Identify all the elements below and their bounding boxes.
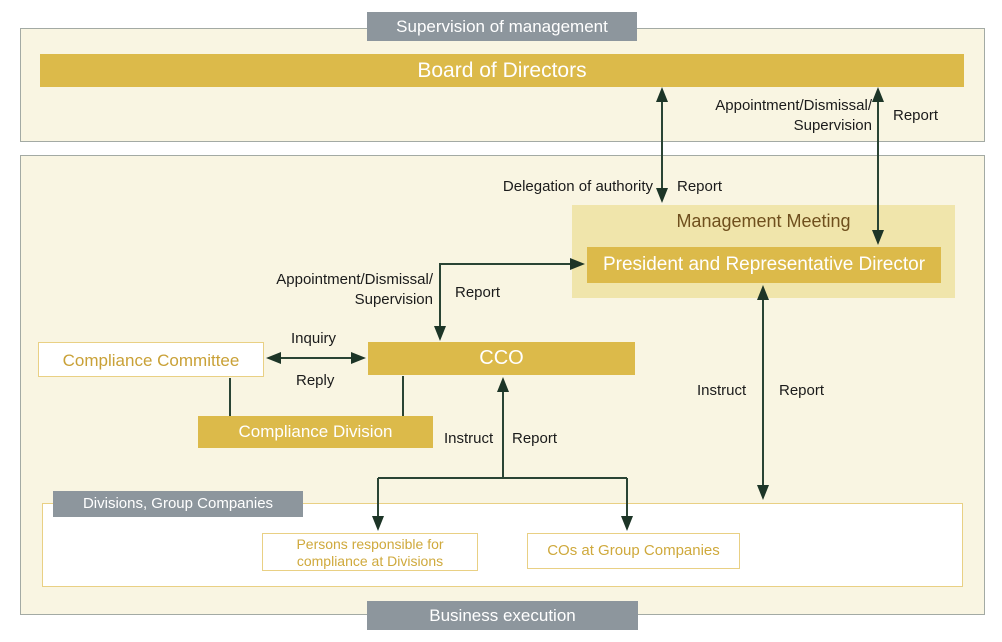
- label-report-president: Report: [779, 382, 825, 399]
- label-appointment-dismissal-top: Appointment/Dismissal/ Supervision: [715, 97, 872, 134]
- persons-responsible-line1: Persons responsible for: [296, 536, 444, 552]
- divisions-header-bar: Divisions, Group Companies: [53, 491, 303, 517]
- label-delegation-of-authority: Delegation of authority: [502, 178, 653, 195]
- president-bar: President and Representative Director: [587, 247, 941, 283]
- label-instruct-president: Instruct: [697, 382, 747, 399]
- label-report-mgmt: Report: [677, 178, 723, 195]
- cos-group-companies-box: COs at Group Companies: [527, 533, 740, 569]
- persons-responsible-line2: compliance at Divisions: [296, 553, 444, 569]
- board-of-directors-bar: Board of Directors: [40, 54, 964, 87]
- cco-bar: CCO: [368, 342, 635, 375]
- divisions-container-box: [42, 503, 963, 587]
- compliance-division-bar: Compliance Division: [198, 416, 433, 448]
- persons-responsible-box: Persons responsible for compliance at Di…: [262, 533, 478, 571]
- compliance-committee-box: Compliance Committee: [38, 342, 264, 377]
- label-inquiry: Inquiry: [291, 330, 337, 347]
- label-report-cco-president: Report: [455, 284, 501, 301]
- supervision-header-bar: Supervision of management: [367, 12, 637, 41]
- management-meeting-label: Management Meeting: [676, 211, 851, 231]
- label-reply: Reply: [296, 372, 335, 389]
- label-instruct-cco: Instruct: [444, 430, 494, 447]
- label-appointment-dismissal-mid: Appointment/Dismissal/ Supervision: [276, 271, 433, 308]
- label-report-divisions-cco: Report: [512, 430, 558, 447]
- business-execution-bar: Business execution: [367, 601, 638, 630]
- label-report-board: Report: [893, 107, 939, 124]
